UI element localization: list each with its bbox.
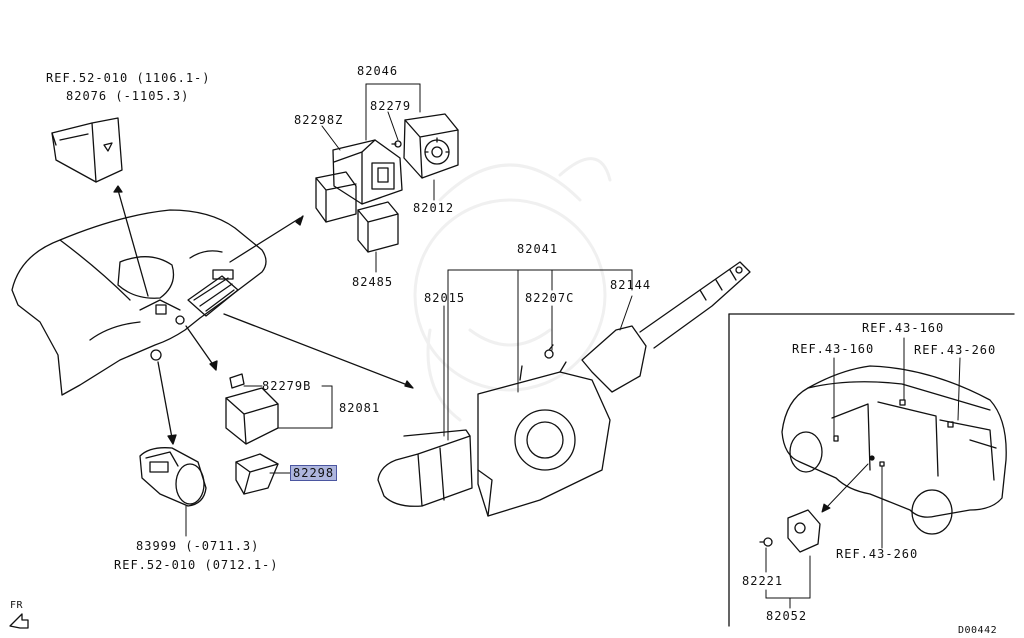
label-drawing-number: D00442: [958, 625, 998, 636]
sensor-82052: [759, 509, 821, 553]
label-ref-52-010-push: REF.52-010 (0712.1-): [114, 558, 279, 572]
label-82081[interactable]: 82081: [339, 401, 381, 415]
label-82046[interactable]: 82046: [357, 64, 399, 78]
inset-panel: [728, 313, 1015, 627]
label-fr: FR: [10, 600, 24, 611]
combination-switch-82041: [377, 261, 751, 517]
label-82144[interactable]: 82144: [610, 278, 652, 292]
switch-82485: [357, 201, 399, 253]
label-ref-52-010-hazard: REF.52-010 (1106.1-): [46, 71, 211, 85]
label-82279[interactable]: 82279: [370, 99, 412, 113]
inset-callouts: [765, 337, 961, 609]
cover-82298: [235, 453, 279, 495]
leader-arrows: [113, 185, 414, 445]
label-82041[interactable]: 82041: [517, 242, 559, 256]
switch-cluster-82046: [315, 139, 403, 223]
label-82485[interactable]: 82485: [352, 275, 394, 289]
watermark-logo: [413, 157, 612, 422]
label-ref-43-160-left: REF.43-160: [792, 342, 875, 356]
dashboard-outline: [11, 209, 267, 396]
hazard-switch-82076: [51, 117, 123, 183]
label-82052[interactable]: 82052: [766, 609, 808, 623]
label-82298z[interactable]: 82298Z: [294, 113, 344, 127]
label-83999[interactable]: 83999 (-0711.3): [136, 539, 260, 553]
push-switch-83999: [139, 447, 207, 507]
label-ref-43-160-top: REF.43-160: [862, 321, 945, 335]
label-82076[interactable]: 82076 (-1105.3): [66, 89, 190, 103]
label-82012[interactable]: 82012: [413, 201, 455, 215]
label-82298-highlighted[interactable]: 82298: [289, 465, 338, 481]
front-direction-arrow: [9, 613, 29, 629]
screw-82279: [391, 140, 402, 148]
label-82279b[interactable]: 82279B: [262, 379, 312, 393]
label-82015[interactable]: 82015: [424, 291, 466, 305]
car-outline: [781, 365, 1007, 535]
label-82221[interactable]: 82221: [742, 574, 784, 588]
label-ref-43-260-bottom: REF.43-260: [836, 547, 919, 561]
mirror-switch-82012: [403, 113, 459, 179]
label-82207c[interactable]: 82207C: [525, 291, 575, 305]
callout-lines: [185, 83, 633, 537]
label-ref-43-260-right: REF.43-260: [914, 343, 997, 357]
